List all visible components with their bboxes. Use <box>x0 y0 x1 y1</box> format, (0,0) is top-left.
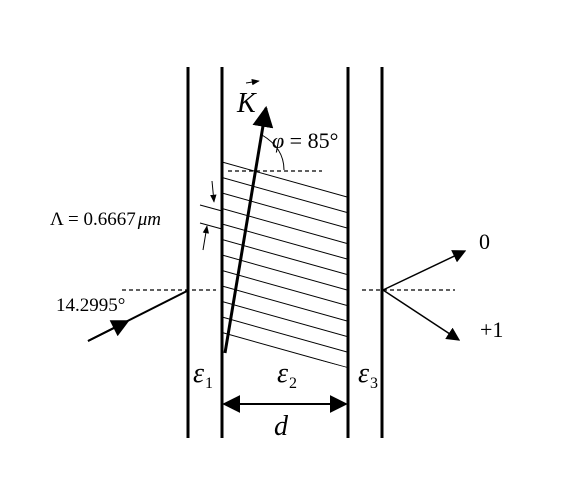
period-indicator-arrow-top <box>210 180 217 203</box>
grating-fringe <box>222 285 348 322</box>
order-plus1-label: +1 <box>480 317 503 342</box>
epsilon-3-label: ε3 <box>358 358 378 392</box>
incidence-angle-label: 14.2995° <box>56 295 125 316</box>
grating-fringe <box>222 177 348 214</box>
grating-fringes <box>222 161 348 368</box>
epsilon-2-label: ε2 <box>277 358 297 392</box>
phi-angle-arc <box>261 134 285 171</box>
grating-fringe <box>222 254 348 291</box>
grating-fringe <box>222 316 348 353</box>
diffracted-ray-order-0 <box>382 250 467 291</box>
diffracted-ray-order-plus1 <box>382 289 461 341</box>
grating-fringe <box>222 208 348 245</box>
thickness-label: d <box>274 411 289 442</box>
grating-fringe <box>222 161 348 198</box>
grating-vector-arrow <box>223 105 274 354</box>
k-vector-overarrow <box>245 78 260 86</box>
incident-ray-arrow <box>87 320 130 342</box>
order-0-label: 0 <box>479 229 490 254</box>
grating-fringe <box>222 192 348 229</box>
epsilon-1-label: ε1 <box>193 358 213 392</box>
grating-fringe <box>222 301 348 338</box>
grating-fringe <box>222 270 348 307</box>
grating-fringe <box>222 223 348 260</box>
period-tick-top <box>199 204 223 212</box>
grating-fringe <box>222 332 348 368</box>
period-tick-bottom <box>199 222 223 230</box>
period-indicator-arrow-bottom <box>202 225 209 251</box>
wavevector-label: K <box>236 88 257 119</box>
phi-label: φ = 85° <box>272 128 338 153</box>
